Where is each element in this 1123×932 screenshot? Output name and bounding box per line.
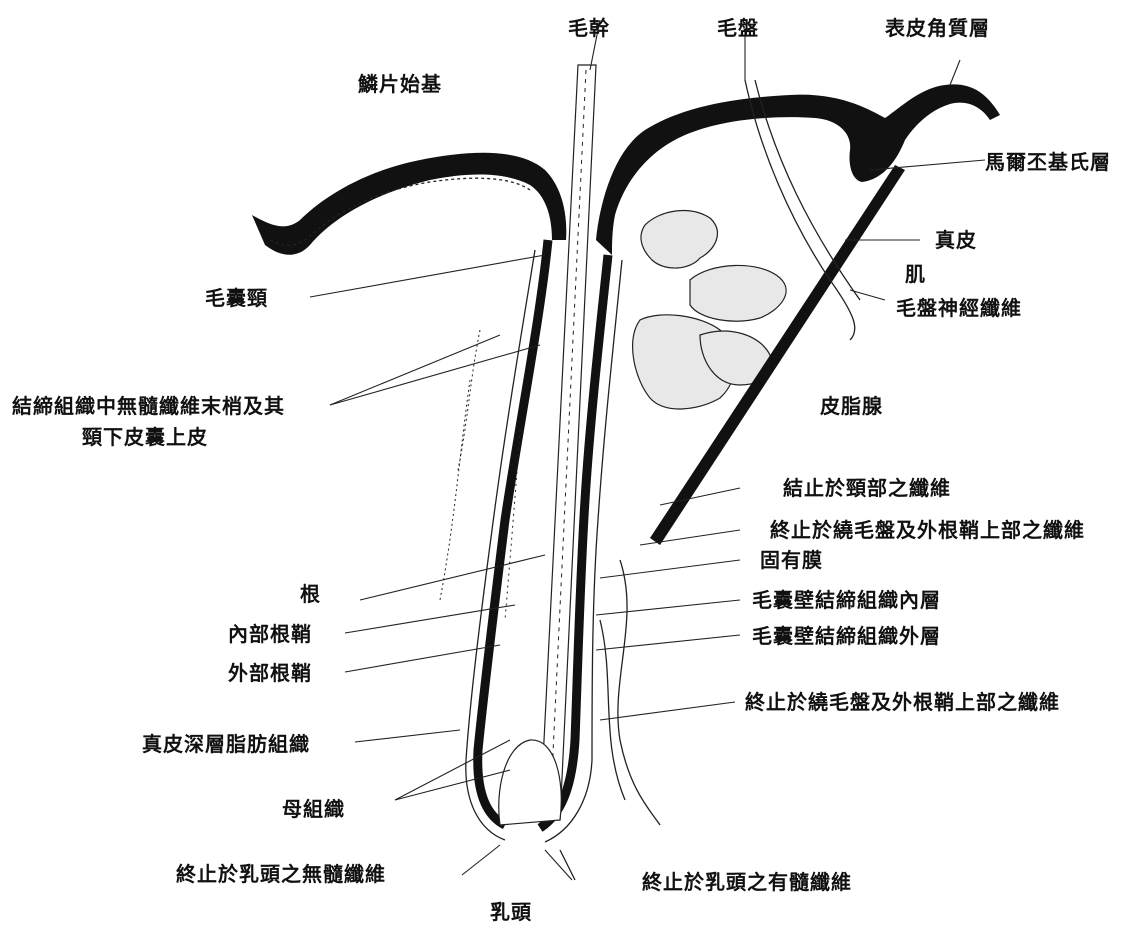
label-stratum-corneum: 表皮角質層	[885, 16, 990, 40]
label-sebaceous-gland: 皮脂腺	[820, 394, 883, 418]
label-papilla: 乳頭	[490, 900, 532, 924]
label-papilla-unmyelinated: 終止於乳頭之無髓纖維	[176, 862, 386, 886]
label-inner-layer: 毛囊壁結締組織內層	[752, 588, 941, 612]
label-root: 根	[300, 582, 321, 606]
label-hair-plate-nerve: 毛盤神經纖維	[896, 296, 1022, 320]
label-hair-plate: 毛盤	[717, 16, 759, 40]
nerve-fiber-5	[440, 380, 470, 600]
label-connective-line1: 結締組織中無髓纖維末梢及其	[12, 394, 285, 418]
label-scale-primordium: 鱗片始基	[358, 72, 442, 96]
label-muscle: 肌	[905, 262, 926, 286]
label-papilla-myelinated: 終止於乳頭之有髓纖維	[642, 870, 852, 894]
label-plate-sheath-fibers-1: 終止於繞毛盤及外根鞘上部之纖維	[770, 518, 1085, 542]
label-outer-layer: 毛囊壁結締組織外層	[752, 624, 941, 648]
sebaceous-lobule-1	[641, 211, 717, 269]
epidermis-left	[252, 153, 566, 255]
label-hair-shaft: 毛幹	[568, 16, 610, 40]
label-deep-fat: 真皮深層脂肪組織	[142, 732, 310, 756]
label-plate-sheath-fibers-2: 終止於繞毛盤及外根鞘上部之纖維	[745, 690, 1060, 714]
sebaceous-lobule-2	[690, 265, 786, 321]
label-proper-membrane: 固有膜	[760, 548, 823, 572]
label-inner-root-sheath: 內部根鞘	[228, 622, 312, 646]
label-follicle-neck: 毛囊頸	[205, 286, 268, 310]
nerve-fiber-3	[618, 560, 660, 825]
label-matrix: 母組織	[282, 797, 345, 821]
label-malpighian-layer: 馬爾丕基氏層	[985, 150, 1111, 174]
label-neck-fibers: 結止於頸部之纖維	[783, 476, 951, 500]
label-connective-line2: 頸下皮囊上皮	[82, 425, 208, 449]
label-outer-root-sheath: 外部根鞘	[228, 661, 312, 685]
papilla-bulb	[499, 740, 562, 825]
label-dermis: 真皮	[935, 228, 977, 252]
follicle-left-wall	[478, 240, 548, 825]
